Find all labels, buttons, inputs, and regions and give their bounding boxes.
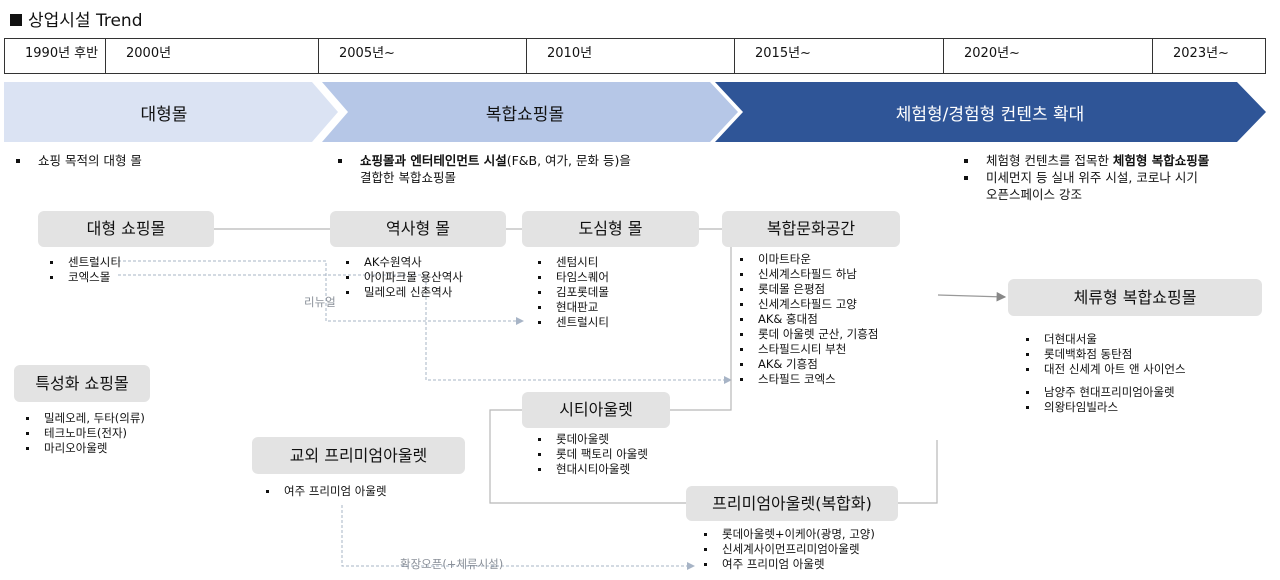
timeline-cell: 2023년~	[1152, 39, 1266, 73]
list-item: 센트럴시티	[50, 255, 121, 270]
list-item: 현대판교	[538, 300, 609, 315]
timeline-cell: 2020년~	[943, 39, 1152, 73]
timeline-bar: 1990년 후반 2000년 2005년~ 2010년 2015년~ 2020년…	[4, 38, 1266, 74]
phase-label-1: 대형몰	[140, 105, 188, 125]
list-item: 코엑스몰	[50, 270, 121, 285]
list-item: 롯데 아울렛 군산, 기흥점	[740, 327, 878, 342]
to-stay-mall-arrow	[937, 291, 1007, 302]
list-item: 쇼핑 목적의 대형 몰	[14, 152, 142, 169]
list-item: 롯데백화점 동탄점	[1026, 347, 1186, 362]
list-item: 신세계스타필드 고양	[740, 297, 878, 312]
box-complex-culture: 복합문화공간	[722, 211, 900, 247]
stay-mall-list: 더현대서울 롯데백화점 동탄점 대전 신세계 아트 앤 사이언스 남양주 현대프…	[1026, 332, 1186, 415]
phase-label-2: 복합쇼핑몰	[485, 105, 565, 125]
list-item-cont: 오픈스페이스 강조	[986, 187, 1082, 202]
large-mall-list: 센트럴시티 코엑스몰	[50, 255, 121, 285]
list-item: 롯데아울렛+이케아(광명, 고양)	[704, 527, 875, 542]
phase-chevron-2	[322, 82, 738, 142]
list-item: 밀레오레, 두타(의류)	[26, 411, 145, 426]
box-station-mall: 역사형 몰	[330, 211, 506, 247]
box-downtown-mall: 도심형 몰	[522, 211, 699, 247]
list-item: 밀레오레 신촌역사	[346, 285, 463, 300]
list-item: 쇼핑몰과 엔터테인먼트 시설(F&B, 여가, 문화 등)을	[336, 152, 631, 169]
list-item: 이마트타운	[740, 252, 878, 267]
station-mall-list: AK수원역사 아이파크몰 용산역사 밀레오레 신촌역사	[346, 255, 463, 300]
list-item: AK수원역사	[346, 255, 463, 270]
list-item: 김포롯데몰	[538, 285, 609, 300]
box-premium-outlet: 프리미엄아울렛(복합화)	[686, 486, 898, 521]
timeline-cell: 2015년~	[734, 39, 943, 73]
list-item: 롯데 팩토리 아울렛	[538, 447, 648, 462]
list-item: 스타필드시티 부천	[740, 342, 878, 357]
timeline-cell: 2010년	[526, 39, 734, 73]
phase2-notes: 쇼핑몰과 엔터테인먼트 시설(F&B, 여가, 문화 등)을 결합한 복합쇼핑몰	[336, 152, 631, 186]
phase-chevron-3	[715, 82, 1266, 142]
box-suburban-outlet: 교외 프리미엄아울렛	[252, 437, 465, 474]
page-title: 상업시설 Trend	[10, 6, 143, 31]
connector-line	[489, 409, 686, 504]
box-large-mall: 대형 쇼핑몰	[38, 211, 214, 247]
list-item: 신세계사이먼프리미엄아울렛	[704, 542, 875, 557]
renewal-arrow	[118, 260, 524, 325]
list-item: 센트럴시티	[538, 315, 609, 330]
expansion-arrow	[341, 505, 695, 570]
list-item: 스타필드 코엑스	[740, 372, 878, 387]
expansion-note: 확장오픈(+체류시설)	[400, 557, 504, 571]
phase3-notes: 체험형 컨텐츠를 접목한 체험형 복합쇼핑몰 미세먼지 등 실내 위주 시설, …	[962, 152, 1209, 203]
list-item: 신세계스타필드 하남	[740, 267, 878, 282]
phase-label-3: 체험형/경험형 컨텐츠 확대	[895, 105, 1085, 125]
list-item: 현대시티아울렛	[538, 462, 648, 477]
square-bullet-icon	[10, 14, 22, 26]
premium-outlet-list: 롯데아울렛+이케아(광명, 고양) 신세계사이먼프리미엄아울렛 여주 프리미엄 …	[704, 527, 875, 572]
downtown-mall-list: 센텀시티 타임스퀘어 김포롯데몰 현대판교 센트럴시티	[538, 255, 609, 330]
list-item: 롯데몰 은평점	[740, 282, 878, 297]
phase1-notes: 쇼핑 목적의 대형 몰	[14, 152, 142, 169]
timeline-cell: 1990년 후반	[25, 46, 99, 61]
list-item: 아이파크몰 용산역사	[346, 270, 463, 285]
list-item: 더현대서울	[1026, 332, 1186, 347]
list-item: 마리오아울렛	[26, 441, 145, 456]
list-item: AK& 홍대점	[740, 312, 878, 327]
coex-arrow	[118, 274, 732, 384]
box-specialty-mall: 특성화 쇼핑몰	[14, 365, 150, 402]
list-item-cont: 결합한 복합쇼핑몰	[360, 170, 456, 185]
list-item: 센텀시티	[538, 255, 609, 270]
list-item: 테크노마트(전자)	[26, 426, 145, 441]
renewal-note: 리뉴얼	[304, 295, 336, 309]
list-item: 미세먼지 등 실내 위주 시설, 코로나 시기	[962, 169, 1209, 186]
list-item: 남양주 현대프리미엄아울렛	[1026, 385, 1186, 400]
box-stay-mall: 체류형 복합쇼핑몰	[1008, 279, 1262, 316]
city-outlet-list: 롯데아울렛 롯데 팩토리 아울렛 현대시티아울렛	[538, 432, 648, 477]
complex-culture-list: 이마트타운 신세계스타필드 하남 롯데몰 은평점 신세계스타필드 고양 AK& …	[740, 252, 878, 387]
connector-line	[898, 440, 938, 504]
timeline-cell: 2000년	[105, 39, 318, 73]
list-item: 대전 신세계 아트 앤 사이언스	[1026, 362, 1186, 377]
list-item: 여주 프리미엄 아울렛	[704, 557, 875, 572]
list-item: 체험형 컨텐츠를 접목한 체험형 복합쇼핑몰	[962, 152, 1209, 169]
list-item: 여주 프리미엄 아울렛	[266, 484, 387, 499]
list-item: 타임스퀘어	[538, 270, 609, 285]
suburban-outlet-list: 여주 프리미엄 아울렛	[266, 484, 387, 499]
list-item: AK& 기흥점	[740, 357, 878, 372]
list-item: 롯데아울렛	[538, 432, 648, 447]
timeline-cell: 2005년~	[318, 39, 526, 73]
connector-line	[670, 245, 732, 411]
specialty-mall-list: 밀레오레, 두타(의류) 테크노마트(전자) 마리오아울렛	[26, 411, 145, 456]
phase-chevron-1	[4, 82, 338, 142]
box-city-outlet: 시티아울렛	[522, 392, 670, 428]
list-item: 의왕타임빌라스	[1026, 400, 1186, 415]
